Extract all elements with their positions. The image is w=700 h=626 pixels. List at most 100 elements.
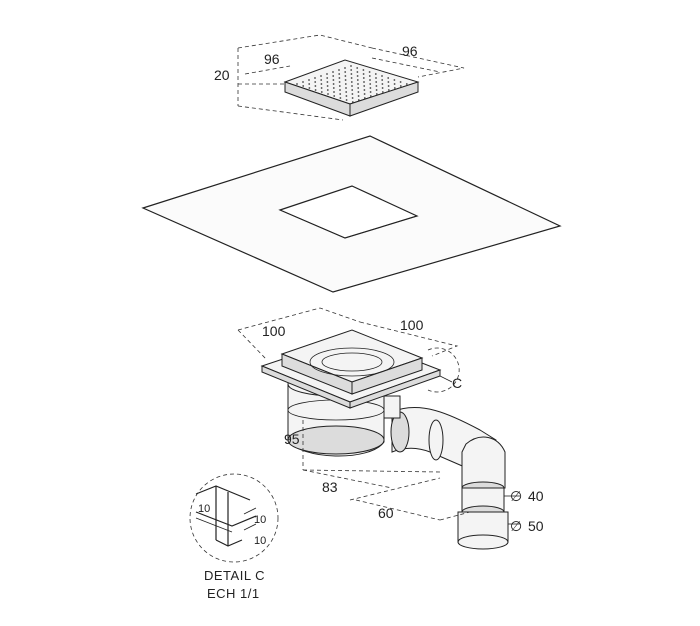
grate-hole: [357, 95, 360, 97]
grate-dim-line-height-bottom: [237, 105, 344, 121]
body-offset-dim-arrow: [349, 477, 441, 501]
grate-hole: [338, 73, 341, 75]
grate-hole: [369, 87, 372, 89]
grate-hole: [369, 91, 372, 93]
outlet-elbow: [461, 436, 506, 489]
diameter-40-label: 40: [528, 488, 544, 504]
grate-hole: [350, 81, 353, 83]
grate-hole: [350, 77, 353, 79]
grate-dim-arrow-left: [244, 65, 291, 75]
grate-hole: [350, 73, 353, 75]
body-width-label: 100: [262, 323, 286, 339]
detail-c-leader: [439, 375, 453, 383]
grate-right-face: [349, 81, 419, 117]
grate-hole: [356, 67, 359, 69]
grate-hole: [302, 81, 304, 83]
grate-hole: [356, 71, 359, 73]
grate-hole: [351, 101, 354, 103]
drain-body-bottom: [287, 425, 385, 455]
grate-hole: [362, 73, 365, 75]
grate-dim-line-back-left: [237, 34, 373, 49]
grate-hole: [327, 93, 329, 95]
grate-hole: [332, 75, 335, 77]
drain-body-outlet-collar: [383, 395, 401, 419]
grate-hole: [320, 75, 322, 77]
grate-hole: [387, 77, 390, 79]
detail-flange-lower: [195, 517, 233, 533]
grate-hole: [375, 89, 378, 91]
detail-c-callout-circle: [427, 347, 460, 393]
grate-hole: [381, 79, 384, 81]
waterproofing-membrane: [141, 135, 562, 293]
grate-hole: [314, 77, 316, 79]
grate-hole: [381, 87, 384, 89]
body-offset-dim-base: [302, 469, 393, 489]
grate-hole: [357, 83, 359, 85]
grate-hole: [399, 85, 402, 87]
outlet-offset-label: 60: [378, 505, 394, 521]
grate-hole: [368, 75, 371, 77]
grate-hole: [387, 85, 390, 87]
grate-hole: [375, 85, 378, 87]
body-dim-line-back-left: [237, 307, 361, 331]
grate-hole: [369, 95, 372, 97]
grate-hole: [338, 77, 341, 79]
body-height-label: 95: [284, 431, 300, 447]
detail-scale: ECH 1/1: [207, 586, 260, 601]
grate-hole: [332, 79, 335, 81]
grate-hole: [375, 81, 378, 83]
diameter-40-symbol: ∅: [510, 488, 522, 504]
grate-hole: [344, 83, 347, 85]
grate-perforation-pattern: [296, 65, 408, 103]
outlet-offset-dim-line: [355, 499, 441, 521]
grate-hole: [332, 83, 335, 85]
grate-hole: [393, 79, 396, 81]
grate-hole: [351, 93, 354, 95]
outlet-ring: [428, 419, 444, 461]
grate-hole: [308, 87, 311, 89]
grate-hole: [362, 77, 365, 79]
grate-hole: [320, 91, 323, 93]
detail-c-view: 10 10 10 DETAIL C ECH 1/1: [189, 473, 279, 601]
grate-hole: [381, 75, 383, 77]
grate-hole: [344, 75, 347, 77]
grate-hole: [363, 97, 366, 99]
drain-funnel: [309, 347, 395, 377]
grate-hole: [326, 73, 328, 75]
grate-hole: [320, 83, 323, 85]
grate-width-label: 96: [264, 51, 280, 67]
drain-frame-inner-right: [351, 357, 423, 395]
grate-dim-arrow-right: [371, 57, 441, 73]
grate-hole: [345, 87, 347, 89]
grate-hole: [362, 69, 365, 71]
outlet-bottom: [457, 534, 509, 550]
detail-c-circle: [189, 473, 279, 563]
grate-hole: [357, 91, 360, 93]
grate-hole: [374, 73, 377, 75]
detail-dim-tick-bottom: [243, 523, 257, 531]
grate-hole: [326, 81, 329, 83]
grate-hole: [405, 83, 408, 85]
grate-hole: [345, 95, 348, 97]
grate-depth-label: 96: [402, 43, 418, 59]
grate-hole: [357, 87, 360, 89]
grate-hole: [338, 81, 341, 83]
grate-hole: [381, 91, 384, 93]
grate-hole: [332, 87, 335, 89]
grate-hole: [345, 91, 348, 93]
grate-hole: [356, 79, 359, 81]
grate-hole: [339, 93, 342, 95]
grate-hole: [356, 75, 359, 77]
grate-hole: [308, 79, 310, 81]
grate-hole: [344, 71, 347, 73]
membrane-opening-edge: [279, 209, 418, 239]
drain-body-assembly: 100 100 C 95 83 60 ∅ 40 ∅ 50: [237, 307, 544, 550]
grate-hole: [344, 67, 346, 69]
drain-funnel-inner: [321, 352, 383, 372]
diameter-50-label: 50: [528, 518, 544, 534]
grate-hole: [320, 79, 323, 81]
grate-hole: [381, 83, 384, 85]
grate-height-label: 20: [214, 67, 230, 83]
grate-dim-line-back-right: [371, 47, 465, 78]
